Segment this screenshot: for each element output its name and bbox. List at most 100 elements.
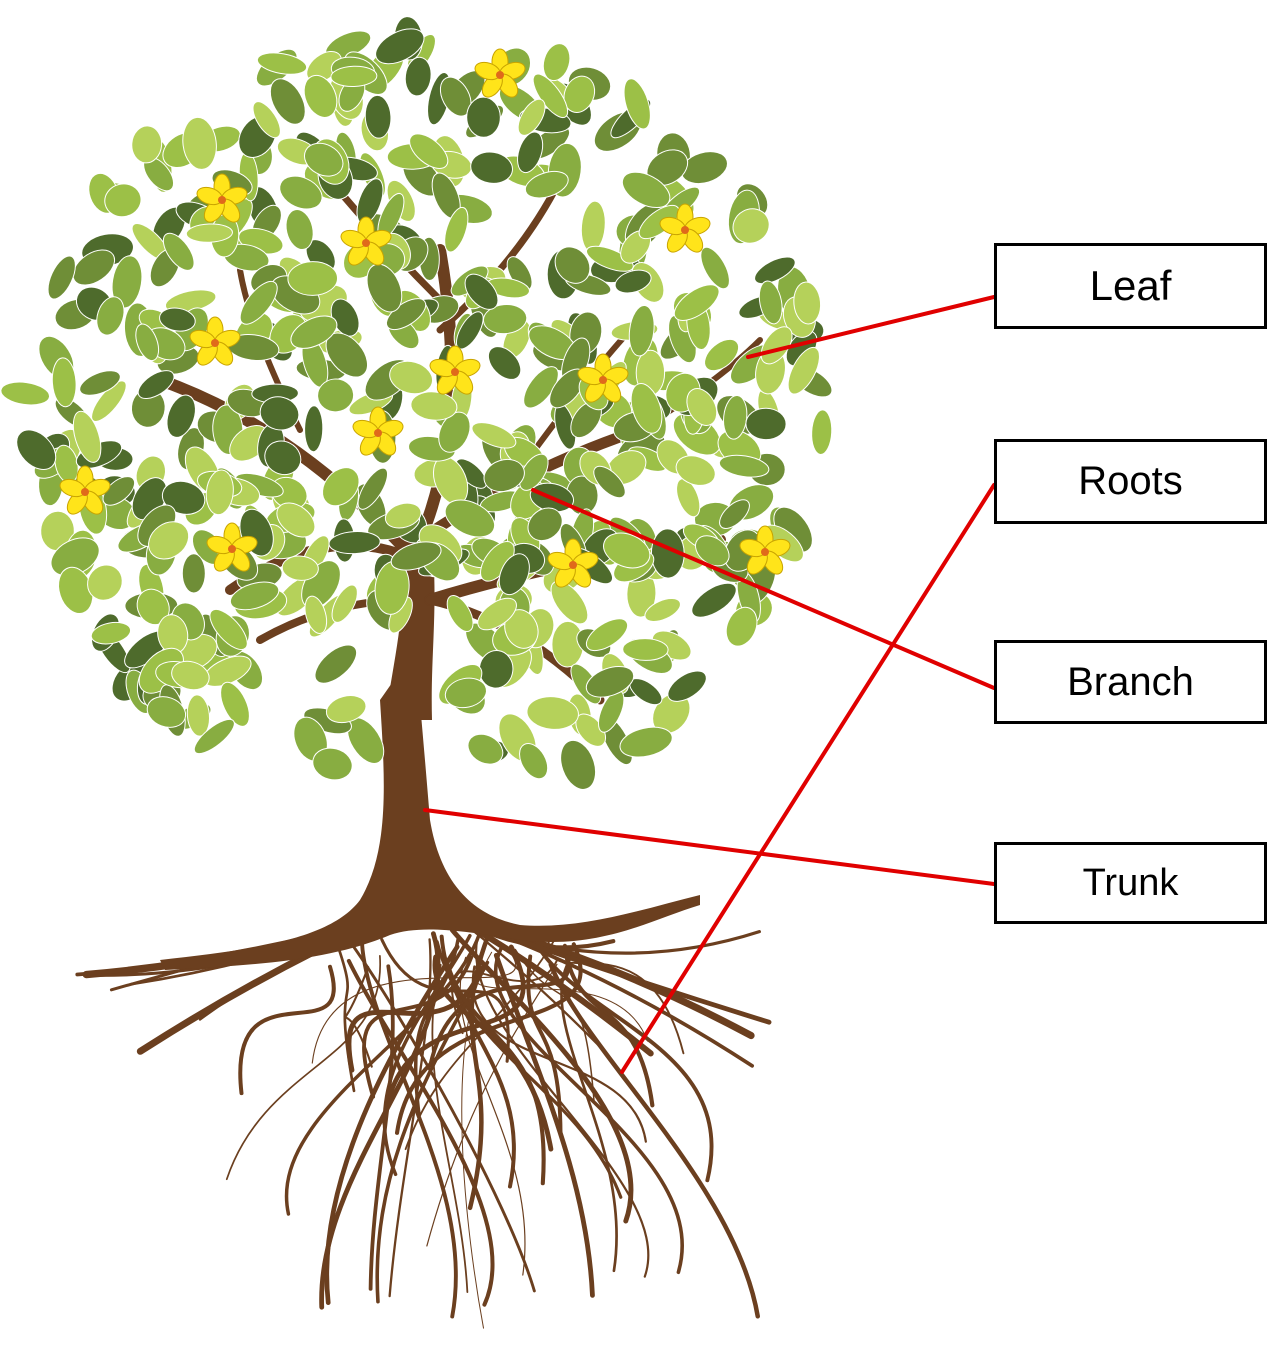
root-strand <box>472 958 649 1042</box>
leaf-shape <box>585 618 629 652</box>
root-strand <box>471 965 647 1143</box>
leaf-shape <box>811 409 833 455</box>
leaf-shape <box>519 453 549 491</box>
leaf-shape <box>146 696 187 728</box>
leaf-shape <box>438 411 471 453</box>
leaf-shape <box>148 521 190 560</box>
leaf-shape <box>725 606 758 647</box>
leaf-shape <box>220 681 250 727</box>
root-strand <box>431 963 469 1294</box>
leaf-shape <box>754 256 796 285</box>
leaf-shape <box>409 133 449 169</box>
leaf-shape <box>181 553 206 594</box>
leaf-shape <box>384 502 422 529</box>
leaf-shape <box>517 131 544 174</box>
leaf-shape <box>72 249 116 286</box>
root-strand <box>562 943 655 1108</box>
leaf-shape <box>593 465 626 499</box>
root-strand <box>458 918 602 1049</box>
leaf-shape <box>526 696 579 730</box>
root-strand <box>225 954 381 1181</box>
leaf-shape <box>622 638 669 661</box>
leaf-shape <box>186 694 211 737</box>
leaf-shape <box>563 75 596 113</box>
root-strand <box>238 964 336 1096</box>
leaf-shape <box>252 101 281 139</box>
root-strand <box>493 952 595 1298</box>
leaf-shape <box>285 209 314 250</box>
leaf-shape <box>322 467 360 507</box>
leaf-shape <box>193 718 235 755</box>
leaf-shape <box>171 660 210 691</box>
leaf-shape <box>732 208 770 244</box>
flower-shape <box>659 203 711 253</box>
root-strand <box>382 933 472 1177</box>
leaf-shape <box>517 98 546 136</box>
leaf-shape <box>621 171 671 209</box>
leaf-shape <box>483 458 525 493</box>
leaf-shape <box>628 304 655 357</box>
label-roots: Roots <box>994 439 1267 524</box>
leaf-shape <box>185 223 233 243</box>
leaf-shape <box>758 280 783 325</box>
leaf-shape <box>675 455 716 486</box>
leaf-shape <box>161 480 206 515</box>
leaf-shape <box>477 597 517 631</box>
leaf-shape <box>137 370 175 400</box>
leaf-shape <box>205 469 234 516</box>
label-roots-text: Roots <box>1078 459 1183 503</box>
leaf-shape <box>96 296 125 336</box>
leaf-shape <box>585 665 635 698</box>
leaf-shape <box>410 391 458 421</box>
flower-shape <box>474 48 526 98</box>
leaf-shape <box>464 273 499 310</box>
leaf-shape <box>290 315 338 349</box>
leaf-shape <box>312 747 353 781</box>
leaf-shape <box>444 206 469 253</box>
leaf-shape <box>104 183 142 218</box>
leaf-shape <box>331 584 358 623</box>
leaf-shape <box>328 531 381 555</box>
tree-roots <box>75 916 772 1329</box>
root-strand <box>449 927 634 1224</box>
leader-line-roots <box>620 483 996 1074</box>
label-branch: Branch <box>994 640 1267 724</box>
leaf-shape <box>676 478 701 518</box>
label-leaf: Leaf <box>994 243 1267 329</box>
label-trunk: Trunk <box>994 842 1267 924</box>
leaf-shape <box>0 381 51 406</box>
leaf-shape <box>644 598 681 622</box>
leaf-shape <box>162 232 195 271</box>
root-strand <box>394 942 583 1135</box>
leaf-shape <box>79 370 121 396</box>
leaf-shape <box>182 116 217 170</box>
leaf-shape <box>330 65 378 88</box>
leaf-shape <box>667 670 707 702</box>
root-strand <box>548 962 760 1319</box>
flower-shape <box>429 345 481 395</box>
leaf-shape <box>444 499 496 538</box>
leaf-shape <box>487 346 522 380</box>
leaf-shape <box>357 467 388 510</box>
flower-shape <box>577 353 629 403</box>
leaf-shape <box>264 440 302 476</box>
leaf-shape <box>366 263 403 313</box>
leader-line-leaf <box>746 295 996 359</box>
leader-lines <box>423 295 996 1074</box>
label-trunk-text: Trunk <box>1082 861 1179 904</box>
leader-line-trunk <box>423 808 996 886</box>
leaf-shape <box>470 151 513 184</box>
leaf-shape <box>527 507 563 542</box>
leaf-shape <box>623 78 651 130</box>
leaf-shape <box>287 261 338 296</box>
root-strand <box>284 932 482 1216</box>
leaf-shape <box>239 280 278 325</box>
leaf-shape <box>630 383 663 434</box>
leaf-shape <box>745 407 787 441</box>
leaf-shape <box>700 246 730 290</box>
leaf-shape <box>259 396 300 431</box>
flower-shape <box>189 316 241 366</box>
leaf-shape <box>686 388 718 426</box>
leaf-shape <box>304 595 328 634</box>
leaf-shape <box>256 52 308 75</box>
